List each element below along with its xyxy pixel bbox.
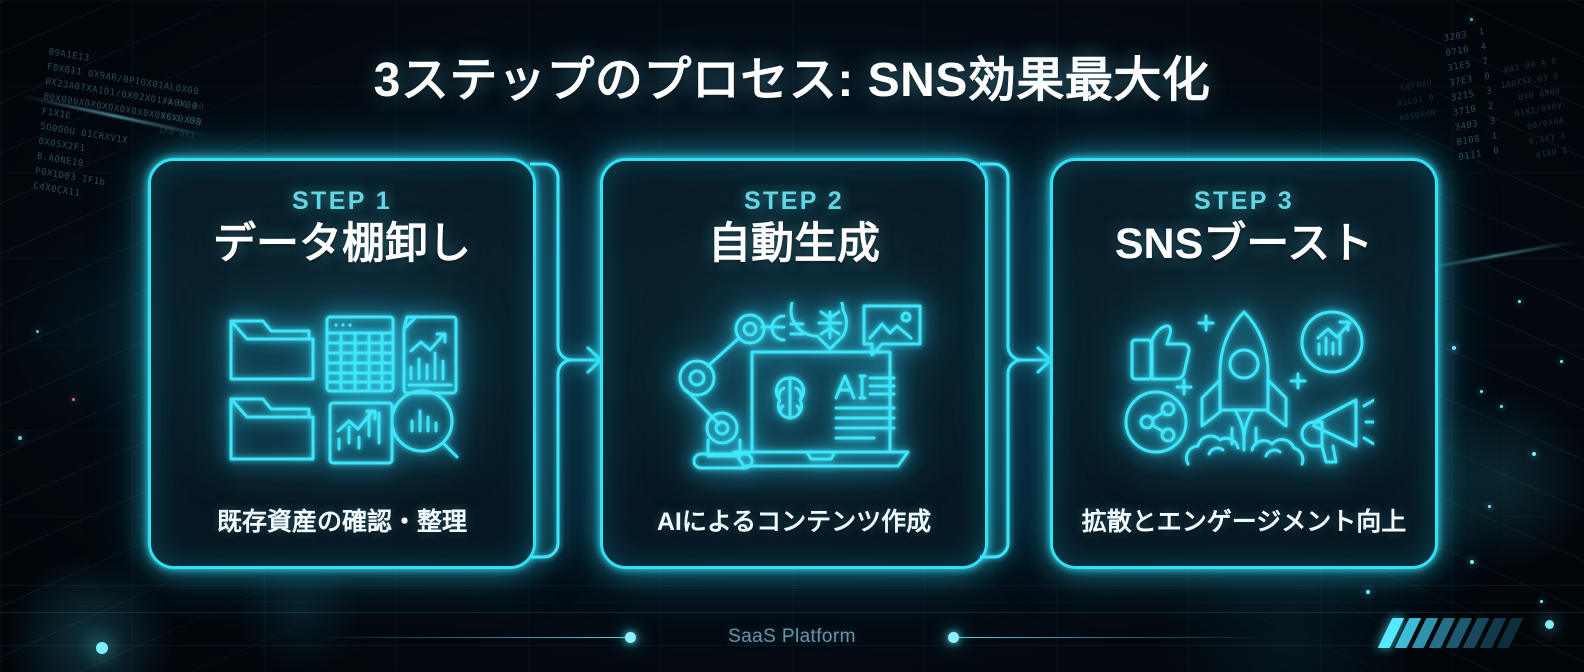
footer-bar: SaaS Platform	[0, 626, 1584, 648]
step-title-3: SNSブースト	[1114, 220, 1374, 268]
step-label-3: STEP 3	[1193, 187, 1295, 215]
step-subtitle-2: AIによるコンテンツ作成	[656, 508, 932, 536]
background-horizon-line	[0, 585, 1584, 586]
connector-step1-step2	[528, 158, 608, 563]
background-horizon-line	[0, 645, 1584, 646]
laptop-icon	[732, 350, 910, 468]
arrow-right-icon	[570, 346, 603, 374]
robot-arm-icon	[678, 313, 805, 470]
rocket-icon	[1200, 310, 1288, 452]
folder-icon	[229, 397, 315, 461]
sparkle-icon	[1175, 314, 1307, 396]
footer-label: SaaS Platform	[728, 626, 856, 647]
neural-brain-badge-icon	[789, 301, 848, 351]
background-horizon-line	[0, 612, 1584, 613]
arrow-right-icon	[1020, 346, 1053, 374]
footer-dot-left	[625, 631, 637, 643]
connector-step2-step3	[978, 158, 1058, 563]
smoke-cloud-icon	[1184, 434, 1305, 466]
megaphone-icon	[1300, 398, 1374, 464]
footer-dot-right	[947, 631, 959, 643]
step-subtitle-3: 拡散とエンゲージメント向上	[1081, 508, 1407, 536]
share-nodes-icon	[1124, 390, 1188, 454]
step-card-1[interactable]: STEP 1 データ棚卸し	[148, 158, 536, 569]
page-title: 3ステップのプロセス: SNS効果最大化	[373, 54, 1211, 107]
footer-line-left	[315, 636, 626, 638]
folder-icon	[229, 319, 315, 381]
step-title-1: データ棚卸し	[213, 220, 471, 268]
step-icon-group-2	[603, 271, 985, 502]
decorative-stripes	[1377, 618, 1524, 648]
step-title-2: 自動生成	[708, 220, 880, 268]
text-lines-icon	[834, 376, 896, 440]
spreadsheet-icon	[325, 315, 395, 393]
ai-text-icon	[834, 374, 867, 400]
step-label-2: STEP 2	[743, 187, 845, 215]
step-icon-group-1	[151, 271, 533, 502]
step-subtitle-1: 既存資産の確認・整理	[216, 508, 467, 536]
thumbs-up-icon	[1130, 323, 1191, 381]
analytics-circle-icon	[1300, 310, 1364, 374]
chart-document-icon	[402, 315, 458, 395]
step-label-1: STEP 1	[291, 187, 393, 215]
bar-chart-icon	[328, 401, 394, 465]
image-speech-bubble-icon	[862, 304, 922, 357]
step-card-2[interactable]: STEP 2 自動生成	[600, 158, 988, 569]
footer-line-right	[958, 636, 1269, 638]
magnifier-chart-icon	[390, 389, 459, 459]
step-icon-group-3	[1053, 271, 1435, 502]
brain-icon	[774, 376, 806, 420]
step-card-3[interactable]: STEP 3 SNSブースト	[1050, 158, 1438, 569]
